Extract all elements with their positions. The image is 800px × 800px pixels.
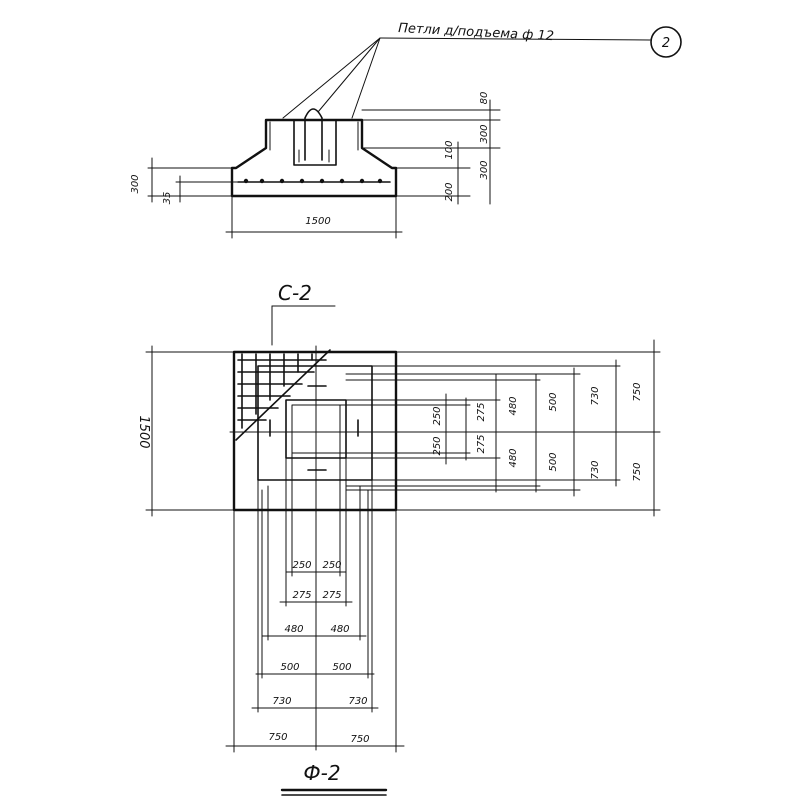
section-view: 1500 300 35 80 300 100 300 200 [130, 92, 501, 239]
loop-ends [298, 149, 330, 163]
leader-to-loop-mid [317, 37, 381, 113]
plan-overall-label: 1500 [136, 415, 151, 448]
plan-right-275-top: 275 [476, 402, 487, 421]
rebar-grid [235, 349, 331, 441]
section-right-dim-0: 80 [479, 92, 490, 105]
plan-right-750-top: 750 [632, 382, 643, 401]
section-left-dim-0: 300 [130, 174, 141, 193]
plan-right-250-bottom: 250 [432, 436, 443, 455]
plan-bottom-730-left: 730 [272, 696, 291, 707]
section-left-dim-1: 35 [162, 192, 173, 205]
rebar-dots [243, 178, 383, 184]
leader-to-loop-right [351, 37, 381, 119]
plan-bottom-500-right: 500 [332, 662, 351, 673]
callout-leader-line [379, 37, 651, 41]
section-width-label: 1500 [305, 216, 330, 227]
plan-bottom-275-right: 275 [322, 590, 341, 601]
plan-right-750-bottom: 750 [632, 462, 643, 481]
callout-mark: 2 [662, 36, 670, 51]
plan-right-500-bottom: 500 [548, 452, 559, 471]
plan-bottom-480-right: 480 [330, 624, 349, 635]
plan-bottom-275-left: 275 [292, 590, 311, 601]
leader-to-loop-left [282, 37, 381, 119]
plan-section-mark: С-2 [278, 281, 312, 305]
pedestal-outline [257, 365, 373, 481]
plan-right-730-top: 730 [590, 386, 601, 405]
lifting-loop [304, 108, 323, 161]
plan-right-480-bottom: 480 [508, 448, 519, 467]
drawing-title: Ф-2 [303, 761, 340, 785]
plan-bottom-750-right: 750 [350, 734, 369, 745]
plan-right-500-top: 500 [548, 392, 559, 411]
plan-right-250-top: 250 [432, 406, 443, 425]
callout-mark-circle [650, 26, 682, 58]
plan-right-730-bottom: 730 [590, 460, 601, 479]
plan-right-480-top: 480 [508, 396, 519, 415]
lifting-loop-callout: Петли д/подъема ф 12 2 [282, 21, 682, 119]
cutaway-line [235, 349, 331, 441]
plan-right-275-bottom: 275 [476, 434, 487, 453]
footing-plan-outline [232, 350, 398, 512]
plan-view: С-2 [136, 281, 661, 753]
section-right-dim-1: 300 [479, 124, 490, 143]
plan-bottom-500-left: 500 [280, 662, 299, 673]
section-right-dim-3: 300 [479, 160, 490, 179]
footing-outline [230, 118, 398, 198]
callout-label: Петли д/подъема ф 12 [398, 21, 555, 44]
section-right-dim-2: 100 [444, 140, 455, 159]
socket-recess [293, 119, 337, 166]
plan-bottom-730-right: 730 [348, 696, 367, 707]
plan-bottom-750-left: 750 [268, 732, 287, 743]
plan-bottom-250-right: 250 [322, 560, 341, 571]
drawing-title-block: Ф-2 [280, 761, 388, 796]
plan-bottom-250-left: 250 [292, 560, 311, 571]
section-right-dim-4: 200 [444, 182, 455, 201]
plan-bottom-480-left: 480 [284, 624, 303, 635]
